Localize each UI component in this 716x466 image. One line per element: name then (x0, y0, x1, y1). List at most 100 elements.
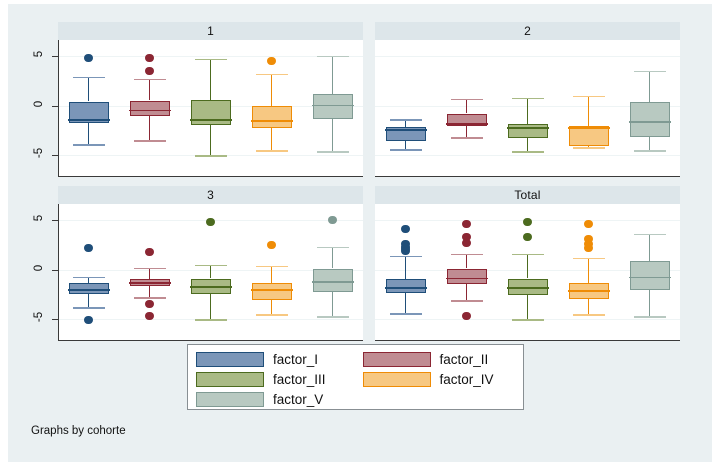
boxplot-factor_iii (375, 40, 680, 177)
median-line (67, 289, 110, 291)
median-line (128, 109, 171, 112)
panel-title: Total (375, 186, 680, 204)
cap-upper (389, 119, 422, 121)
whisker-upper (148, 267, 151, 280)
cap-lower (316, 151, 349, 153)
whisker-lower (465, 126, 468, 138)
y-axis-tick (52, 155, 58, 157)
whisker-upper (331, 55, 334, 94)
cap-lower (572, 147, 605, 149)
y-axis-tick (52, 269, 58, 271)
whisker-lower (648, 137, 651, 151)
y-axis (58, 204, 59, 341)
cap-upper (194, 264, 227, 267)
cap-lower (72, 307, 105, 309)
cap-upper (133, 267, 166, 270)
cap-upper (511, 253, 544, 256)
cap-lower (633, 150, 666, 152)
whisker-lower (331, 119, 334, 152)
cap-upper (133, 78, 166, 81)
boxplot-factor_iii (375, 204, 680, 341)
cap-lower (450, 137, 483, 139)
whisker-upper (526, 253, 529, 279)
box-iqr (68, 283, 109, 295)
median-line (250, 120, 293, 122)
boxplot-factor_i (58, 40, 363, 177)
box-iqr (446, 268, 487, 285)
median-line (384, 129, 427, 131)
cap-lower (389, 149, 422, 151)
boxplot-factor_ii (375, 204, 680, 341)
legend-label: factor_II (439, 352, 489, 367)
gridline (375, 55, 680, 57)
whisker-lower (148, 116, 151, 141)
cap-lower (255, 314, 288, 316)
legend-item-factor_i[interactable]: factor_I (196, 352, 349, 367)
whisker-lower (526, 138, 529, 152)
whisker-upper (526, 97, 529, 125)
whisker-upper (270, 73, 273, 106)
boxplot-factor_iv (375, 204, 680, 341)
panel-title: 1 (58, 22, 363, 40)
panel-3: 3 (58, 186, 363, 341)
boxplot-factor_i (375, 204, 680, 341)
whisker-upper (587, 95, 590, 127)
y-axis-tick-label: 0 (33, 100, 45, 107)
outlier-point (462, 232, 471, 241)
legend-swatch-icon (196, 352, 264, 367)
gridline (375, 155, 680, 157)
box-iqr (251, 283, 292, 301)
gridline (58, 55, 363, 57)
legend-swatch-icon (196, 372, 264, 387)
outlier-point (206, 217, 215, 227)
boxplot-factor_i (58, 204, 363, 341)
median-line (384, 287, 427, 289)
outlier-point (267, 240, 276, 249)
cap-upper (255, 265, 288, 268)
box-iqr (629, 101, 670, 138)
panel-total: Total (375, 186, 680, 341)
whisker-upper (648, 233, 651, 261)
legend-label: factor_IV (439, 372, 494, 387)
cap-lower (511, 319, 544, 321)
plot-area (375, 40, 680, 177)
legend-item-factor_iii[interactable]: factor_III (196, 372, 349, 387)
whisker-upper (404, 119, 407, 128)
whisker-lower (148, 286, 151, 298)
boxplot-factor_iv (58, 204, 363, 341)
cap-lower (572, 314, 605, 316)
box-iqr (68, 101, 109, 124)
whisker-upper (465, 253, 468, 269)
boxplot-factor_iii (58, 40, 363, 177)
median-line (628, 276, 671, 279)
legend-item-factor_ii[interactable]: factor_II (362, 352, 516, 367)
y-axis-tick (52, 319, 58, 321)
panel-2: 2 (375, 22, 680, 177)
box-iqr (251, 105, 292, 129)
boxplot-factor_iii (58, 204, 363, 341)
whisker-lower (270, 128, 273, 151)
legend-item-factor_iv[interactable]: factor_IV (362, 372, 516, 387)
outlier-point (523, 232, 532, 241)
outlier-point (84, 53, 93, 63)
cap-lower (133, 297, 166, 299)
boxplot-factor_v (58, 204, 363, 341)
legend-label: factor_V (273, 392, 324, 407)
cap-lower (633, 316, 666, 318)
whisker-lower (648, 290, 651, 317)
outlier-point (84, 316, 93, 325)
outlier-point (584, 243, 593, 252)
boxplot-factor_v (58, 40, 363, 177)
legend-label: factor_I (273, 352, 319, 367)
cap-upper (450, 253, 483, 256)
legend-item-factor_v[interactable]: factor_V (196, 392, 349, 407)
legend-swatch-icon (362, 372, 431, 387)
whisker-lower (587, 299, 590, 315)
outlier-point (145, 66, 154, 75)
panel-1: 1 (58, 22, 363, 177)
outlier-point (462, 238, 471, 247)
box-iqr (190, 99, 231, 126)
whisker-lower (270, 300, 273, 315)
